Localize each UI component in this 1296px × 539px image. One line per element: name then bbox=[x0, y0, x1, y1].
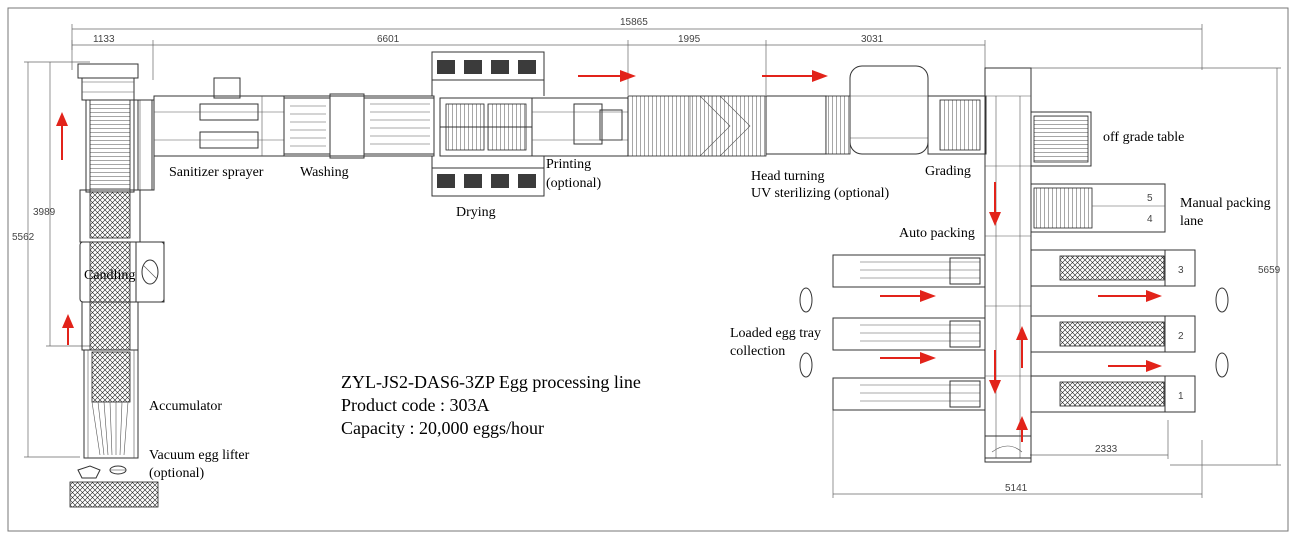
label-auto-packing: Auto packing bbox=[899, 226, 975, 241]
arrow-up-icon bbox=[1016, 416, 1028, 442]
arrow-right-icon bbox=[578, 70, 636, 82]
arrow-up-icon bbox=[1016, 326, 1028, 368]
dim-seg-2: 6601 bbox=[377, 34, 400, 45]
label-printing-1: Printing bbox=[546, 157, 591, 172]
candling-accumulator-conveyor bbox=[69, 63, 165, 508]
label-printing-2: (optional) bbox=[546, 176, 602, 191]
lane-number: 2 bbox=[1178, 331, 1184, 342]
arrow-right-icon bbox=[1098, 290, 1162, 302]
label-sanitizer: Sanitizer sprayer bbox=[169, 165, 264, 180]
operator-icon bbox=[799, 287, 1229, 378]
label-loaded-1: Loaded egg tray bbox=[730, 326, 821, 341]
arrow-down-icon bbox=[989, 350, 1001, 394]
arrow-right-icon bbox=[880, 290, 936, 302]
lane-number: 5 bbox=[1147, 193, 1153, 204]
dim-seg-1: 1133 bbox=[93, 34, 115, 45]
main-conveyor-line bbox=[137, 51, 987, 197]
station-labels: Sanitizer sprayer Washing Drying Printin… bbox=[84, 130, 1271, 481]
model-title: ZYL-JS2-DAS6-3ZP Egg processing line bbox=[341, 372, 641, 392]
arrow-up-icon bbox=[56, 112, 68, 160]
arrow-down-icon bbox=[989, 182, 1001, 226]
label-drying: Drying bbox=[456, 205, 496, 220]
lane-number: 4 bbox=[1147, 214, 1153, 225]
product-code: Product code : 303A bbox=[341, 395, 489, 415]
drawing-frame bbox=[7, 7, 1289, 532]
arrow-right-icon bbox=[880, 352, 936, 364]
label-grading: Grading bbox=[925, 164, 971, 179]
dim-total: 15865 bbox=[620, 17, 648, 28]
label-head-turning: Head turning bbox=[751, 169, 824, 184]
capacity: Capacity : 20,000 eggs/hour bbox=[341, 418, 544, 438]
label-accumulator: Accumulator bbox=[149, 399, 222, 414]
dim-seg-4: 3031 bbox=[861, 34, 884, 45]
lane-number: 3 bbox=[1178, 265, 1184, 276]
dim-bottom-partial: 2333 bbox=[1095, 444, 1118, 455]
dim-bottom-width: 5141 bbox=[1005, 483, 1028, 494]
dim-left-total: 5562 bbox=[12, 232, 35, 243]
arrow-right-icon bbox=[1108, 360, 1162, 372]
lane-numbers: 5 4 3 2 1 bbox=[1147, 193, 1184, 402]
arrow-right-icon bbox=[762, 70, 828, 82]
dim-right-height: 5659 bbox=[1258, 265, 1281, 276]
label-candling: Candling bbox=[84, 268, 135, 283]
product-info: ZYL-JS2-DAS6-3ZP Egg processing line Pro… bbox=[341, 372, 641, 438]
dimension-lines bbox=[24, 24, 1281, 498]
label-loaded-2: collection bbox=[730, 344, 785, 359]
label-lifter-2: (optional) bbox=[149, 466, 205, 481]
arrow-up-icon bbox=[62, 314, 74, 345]
label-manual-1: Manual packing bbox=[1180, 196, 1271, 211]
label-lifter-1: Vacuum egg lifter bbox=[149, 448, 250, 463]
label-manual-2: lane bbox=[1180, 214, 1203, 229]
packing-section bbox=[799, 67, 1229, 463]
dim-left-partial: 3989 bbox=[33, 207, 56, 218]
label-washing: Washing bbox=[300, 165, 349, 180]
lane-number: 1 bbox=[1178, 391, 1184, 402]
dim-seg-3: 1995 bbox=[678, 34, 701, 45]
flow-arrows bbox=[56, 70, 1162, 442]
label-uv: UV sterilizing (optional) bbox=[751, 186, 889, 201]
label-off-grade: off grade table bbox=[1103, 130, 1184, 145]
